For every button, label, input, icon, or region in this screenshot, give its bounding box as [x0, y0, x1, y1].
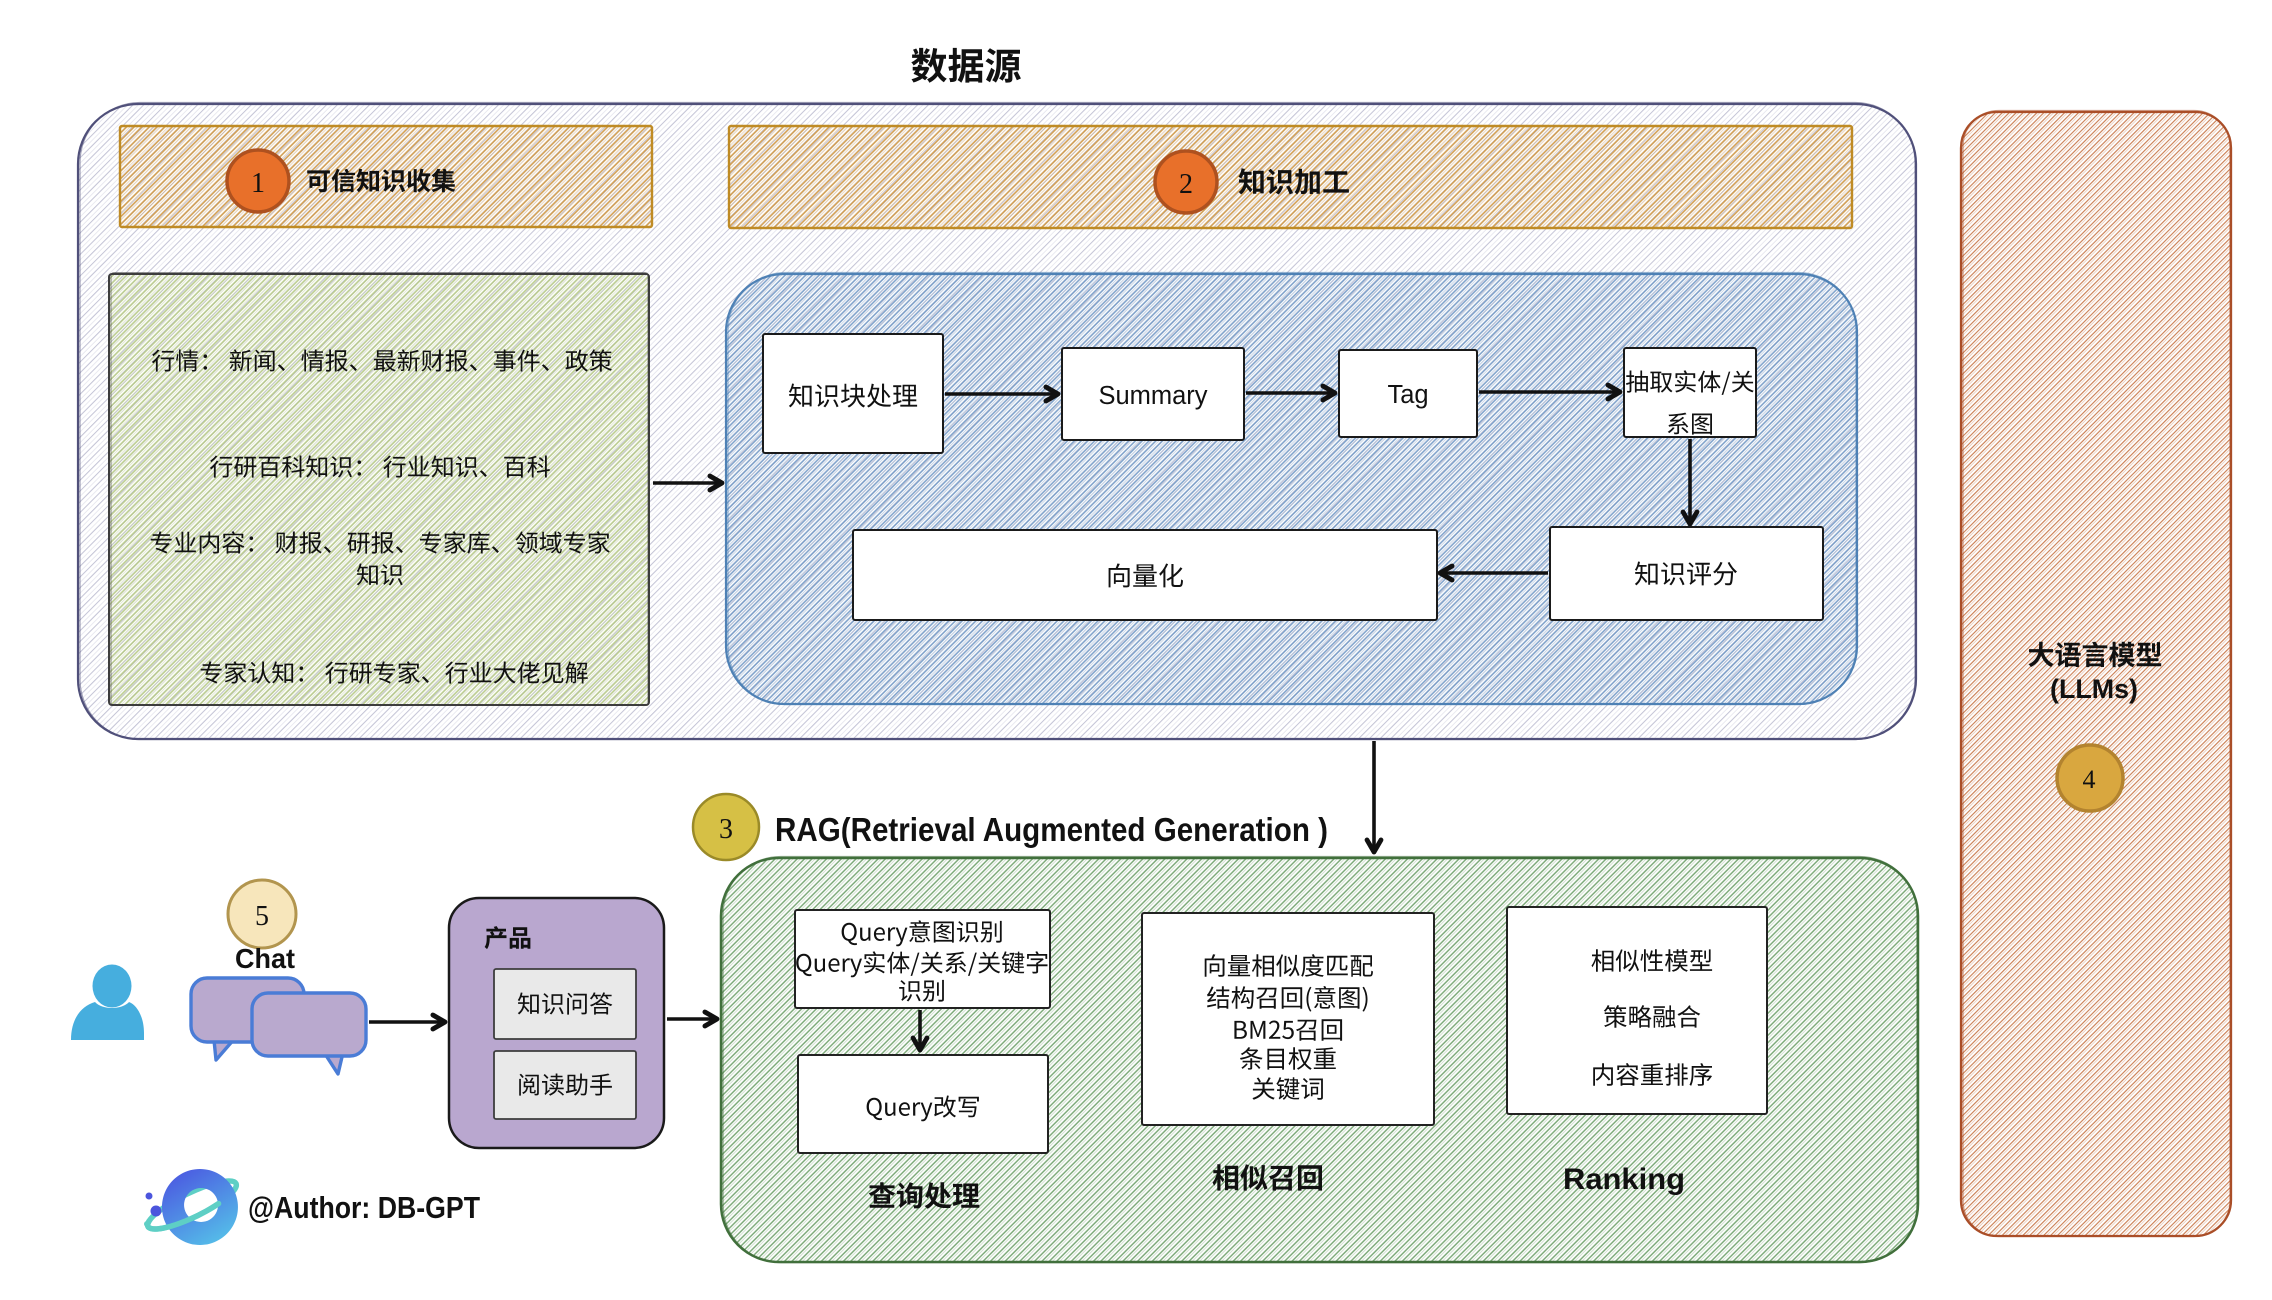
svg-text:Tag: Tag	[1387, 381, 1428, 409]
svg-text:5: 5	[255, 901, 269, 932]
svg-text:1: 1	[251, 168, 265, 199]
svg-text:@Author: DB-GPT: @Author: DB-GPT	[248, 1190, 480, 1225]
svg-text:Chat: Chat	[235, 943, 295, 974]
svg-text:Summary: Summary	[1098, 382, 1207, 410]
svg-text:(LLMs): (LLMs)	[2050, 674, 2138, 704]
svg-text:4: 4	[2083, 765, 2096, 794]
svg-text:RAG(Retrieval Augmented Genera: RAG(Retrieval Augmented Generation )	[775, 811, 1328, 848]
svg-text:3: 3	[719, 814, 733, 845]
svg-text:Ranking: Ranking	[1563, 1163, 1685, 1196]
svg-text:2: 2	[1179, 169, 1193, 200]
